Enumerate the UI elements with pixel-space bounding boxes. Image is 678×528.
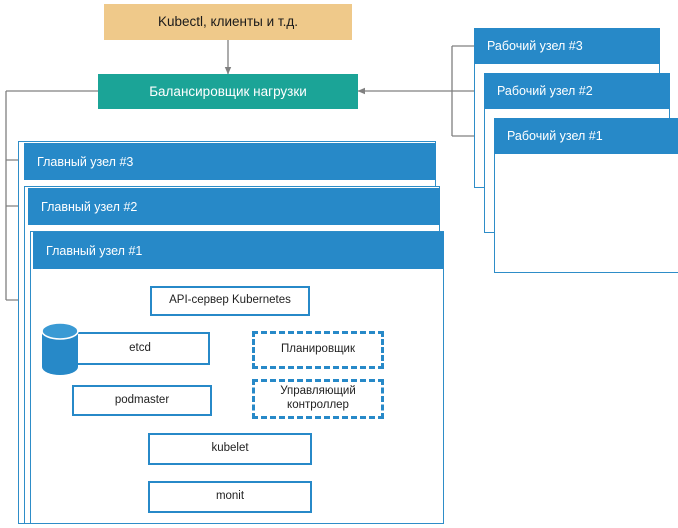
master-node-2-label: Главный узел #2 — [41, 199, 138, 214]
master-node-3-header[interactable]: Главный узел #3 — [24, 143, 436, 180]
worker-node-1-header[interactable]: Рабочий узел #1 — [494, 118, 678, 154]
worker-node-1-label: Рабочий узел #1 — [507, 129, 603, 143]
load-balancer-box[interactable]: Балансировщик нагрузки — [98, 74, 358, 109]
controller-manager-box[interactable]: Управляющий контроллер — [252, 379, 384, 419]
worker-node-3-header[interactable]: Рабочий узел #3 — [474, 28, 660, 64]
clients-box[interactable]: Kubectl, клиенты и т.д. — [104, 4, 352, 40]
api-server-box[interactable]: API-сервер Kubernetes — [150, 286, 310, 316]
worker-node-2-label: Рабочий узел #2 — [497, 84, 593, 98]
master-node-3-label: Главный узел #3 — [37, 154, 134, 169]
monit-box[interactable]: monit — [148, 481, 312, 513]
master-node-1-card[interactable] — [30, 231, 444, 524]
master-node-1-header[interactable]: Главный узел #1 — [33, 232, 444, 269]
podmaster-box[interactable]: podmaster — [72, 385, 212, 416]
master-node-2-header[interactable]: Главный узел #2 — [28, 188, 440, 225]
database-cylinder-icon — [41, 322, 79, 375]
worker-node-2-header[interactable]: Рабочий узел #2 — [484, 73, 670, 109]
worker-node-3-label: Рабочий узел #3 — [487, 39, 583, 53]
etcd-box[interactable]: etcd — [70, 332, 210, 365]
kubelet-box[interactable]: kubelet — [148, 433, 312, 465]
master-node-1-label: Главный узел #1 — [46, 243, 143, 258]
scheduler-box[interactable]: Планировщик — [252, 331, 384, 369]
